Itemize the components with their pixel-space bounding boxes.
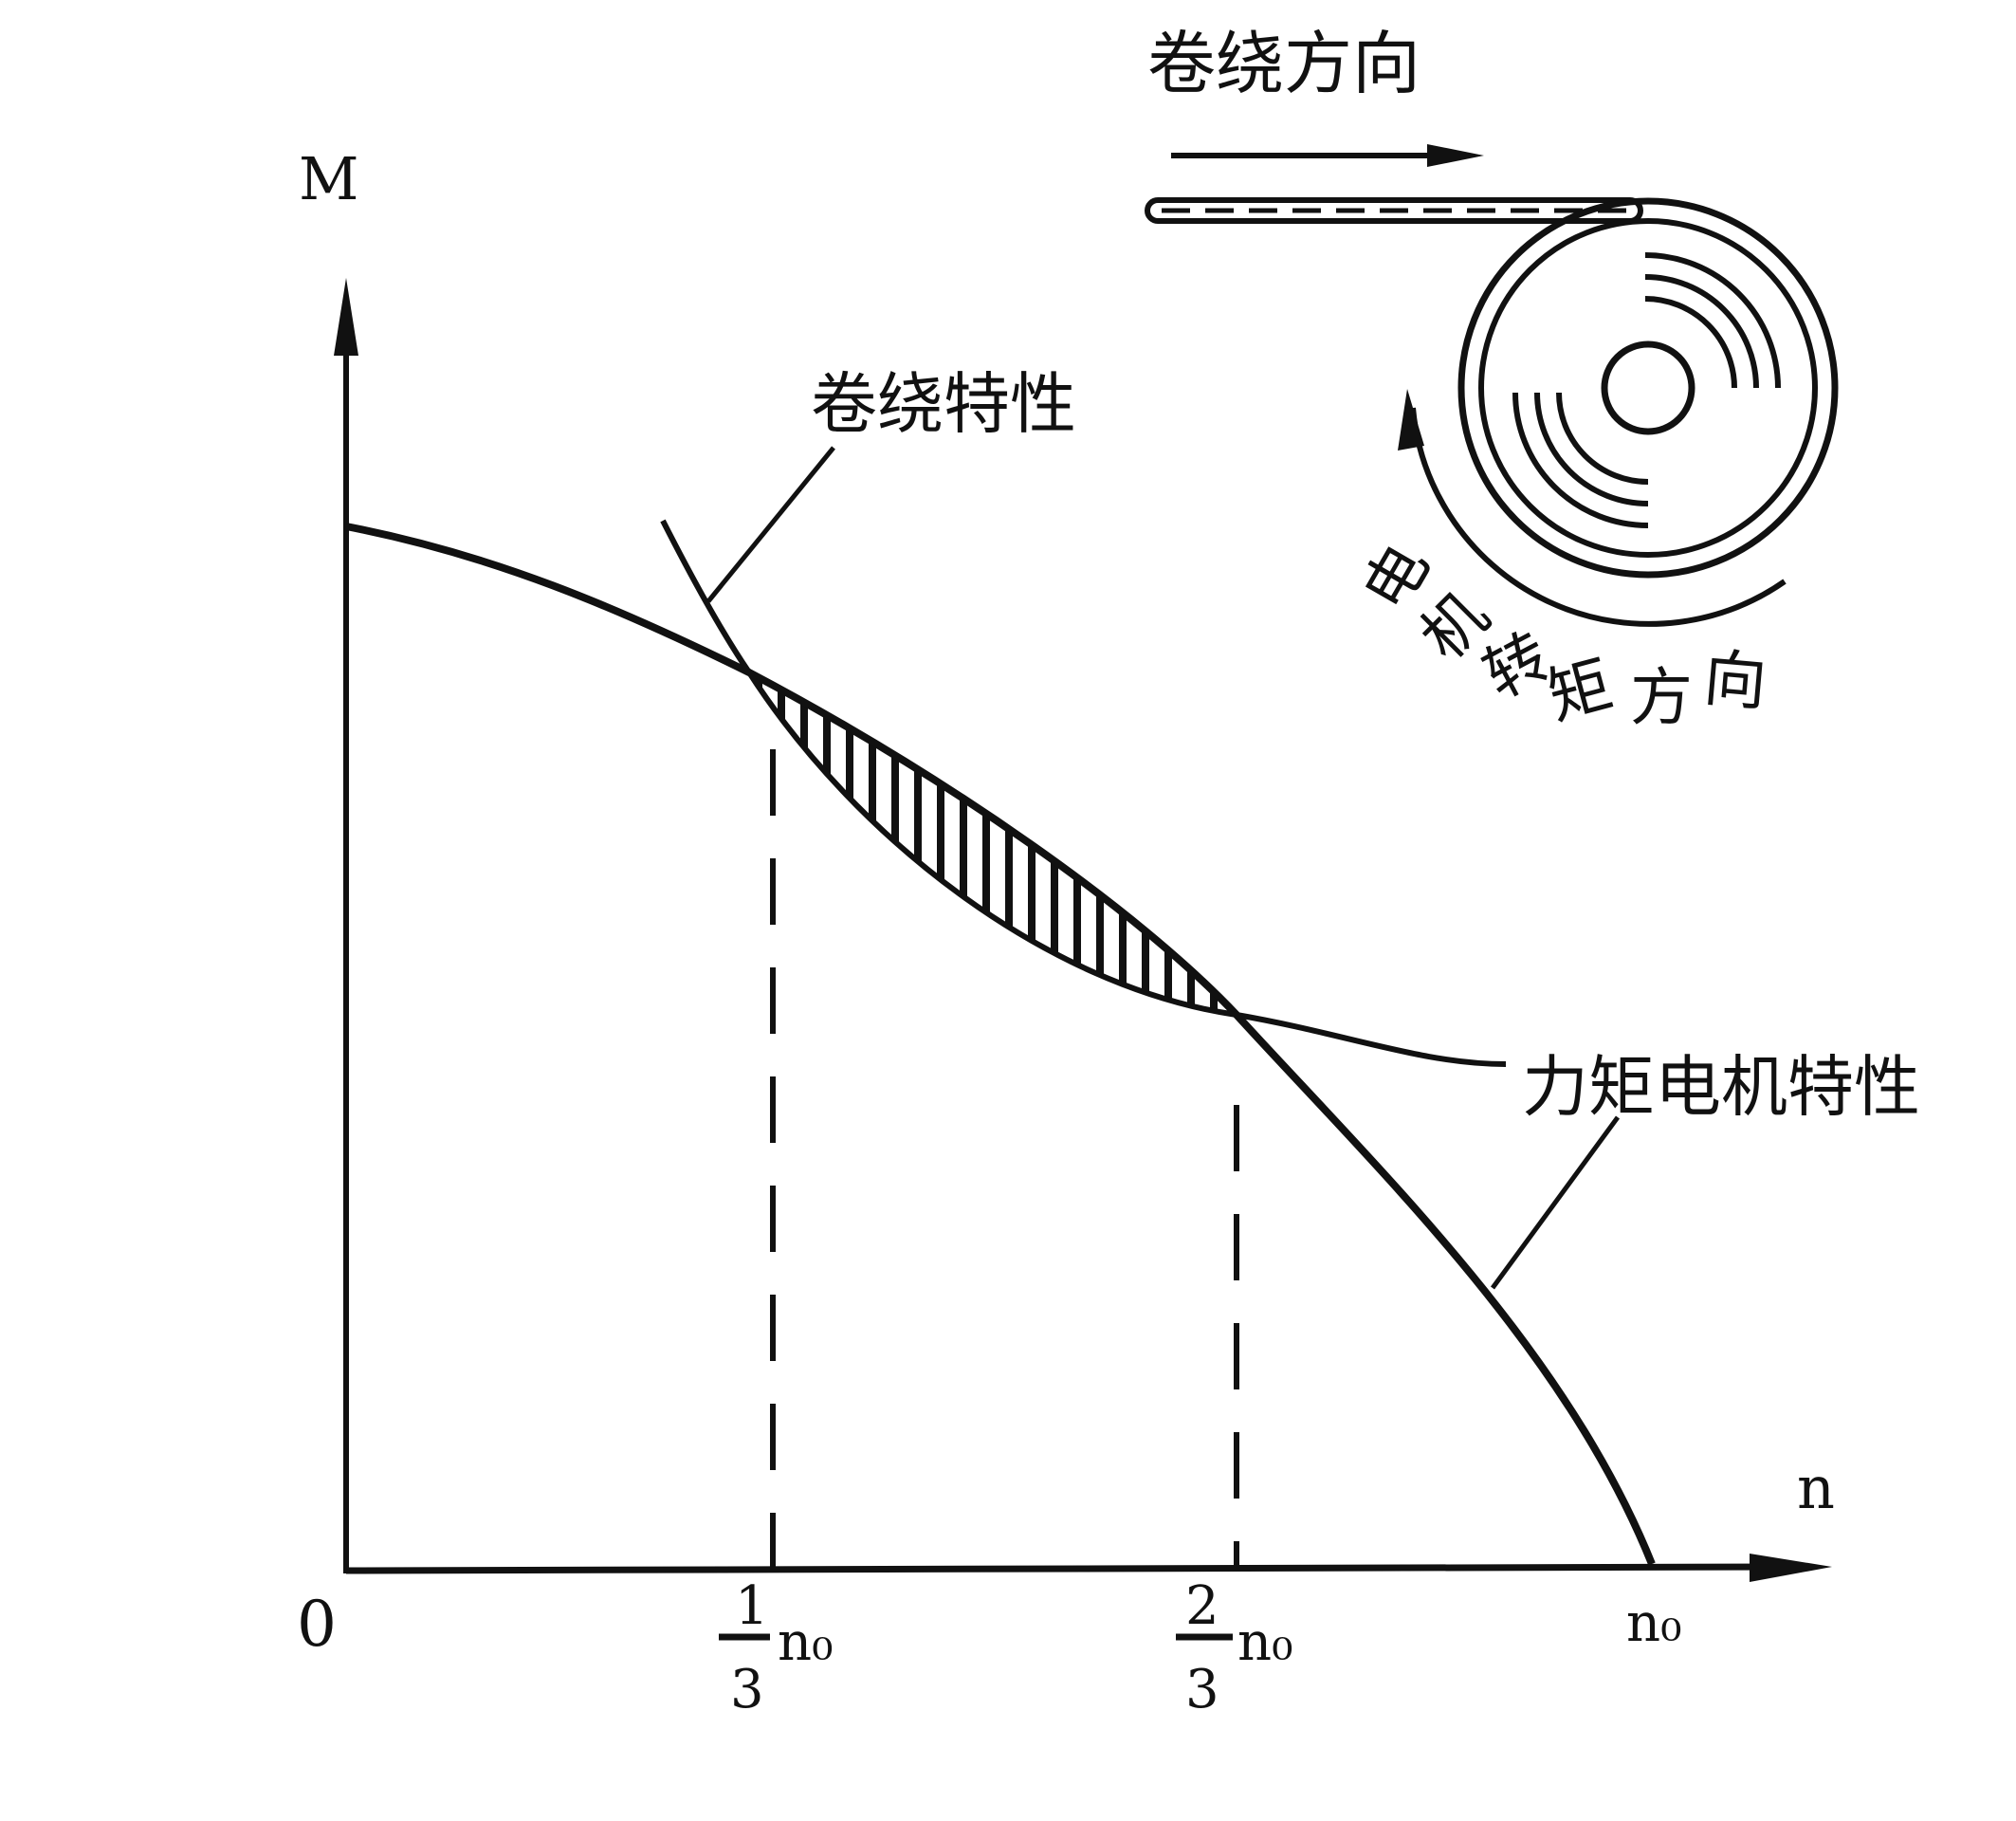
tick-n0: n₀ (1626, 1592, 1682, 1654)
tick-denominator: 3 (1185, 1659, 1219, 1720)
tick-suffix: n₀ (1237, 1611, 1293, 1673)
y-axis-label: M (299, 144, 358, 213)
winding-label-leader (706, 446, 835, 603)
roll-layer (1556, 392, 1649, 485)
x-axis-label: n (1797, 1453, 1835, 1522)
roll-layer (1644, 252, 1781, 389)
tick-one-third: 1 3 n₀ (719, 1575, 834, 1720)
roll-layer (1534, 392, 1649, 506)
tick-two-thirds: 2 3 n₀ (1176, 1575, 1293, 1720)
winding-direction-arrowhead-icon (1427, 144, 1484, 167)
torque-motor-curve (345, 523, 1656, 1566)
tick-numerator: 1 (735, 1575, 769, 1637)
motor-torque-direction-arrow (1410, 407, 1787, 627)
roll-layer (1512, 392, 1649, 528)
label-character: 矩 (1540, 648, 1620, 734)
roll-outer-ring (1457, 197, 1839, 579)
torque-motor-characteristic-label: 力矩电机特性 (1522, 1048, 1920, 1126)
x-axis-arrow-icon (1750, 1554, 1832, 1582)
roll-layer (1644, 274, 1759, 389)
roll-core (1601, 340, 1695, 435)
winding-curve (660, 519, 1507, 1067)
tick-suffix: n₀ (778, 1611, 834, 1673)
motor-torque-arrowhead-icon (1398, 389, 1424, 451)
torque-motor-label-leader (1490, 1115, 1621, 1290)
label-character: 向 (1701, 641, 1769, 719)
material-roll (1145, 197, 1839, 579)
x-axis (345, 1563, 1784, 1574)
y-axis-arrow-icon (334, 278, 358, 356)
tick-denominator: 3 (730, 1659, 764, 1720)
label-character: 方 (1630, 661, 1693, 734)
tick-numerator: 2 (1185, 1575, 1219, 1637)
roll-ring (1478, 218, 1818, 558)
roll-layer (1644, 296, 1737, 389)
winding-characteristic-label: 卷绕特性 (811, 365, 1076, 443)
winding-direction-label: 卷绕方向 (1147, 24, 1420, 103)
origin-label: 0 (297, 1588, 337, 1661)
